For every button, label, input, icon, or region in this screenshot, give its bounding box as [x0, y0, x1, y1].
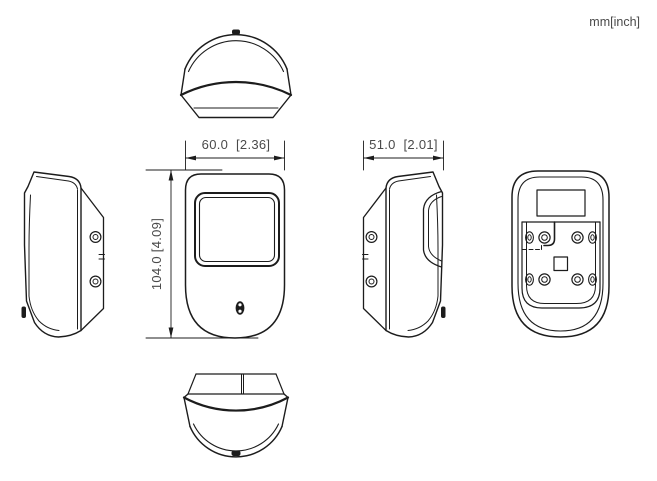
extension-lines [145, 169, 259, 339]
mounting-bracket [80, 187, 105, 332]
top-view-clip-nub [232, 29, 240, 35]
cable-entry-square [553, 256, 569, 272]
slot-inner [527, 276, 532, 283]
hidden-line-dashed [522, 242, 542, 250]
led-body [235, 301, 245, 315]
bottom-view-back-sides [187, 373, 285, 395]
right-side-view [361, 171, 447, 338]
drawing-root: 60.0 [2.36] 51.0 [2.01] 104.0 [4.09] [21, 29, 610, 458]
right-side-profile [361, 171, 447, 338]
front-view-outline [184, 173, 286, 339]
arrowhead-top-icon [168, 170, 174, 181]
back-view [511, 170, 610, 338]
screw-inner [574, 276, 581, 283]
screw-hole-bottom-left [538, 273, 551, 286]
pir-window-frame [194, 192, 280, 267]
keyhole-slot-bottom-right [588, 273, 597, 286]
bottom-view [182, 373, 290, 458]
bottom-view-clip-nub [231, 450, 241, 456]
screw-outer [89, 231, 102, 244]
top-view-outline [180, 68, 292, 119]
screw-inner [92, 234, 99, 240]
slot-outer [525, 273, 534, 286]
screw-hole-top-left [538, 231, 551, 244]
front-view [184, 173, 286, 339]
bottom-view-sides [183, 393, 289, 428]
dimension-front-width: 60.0 [2.36] [185, 137, 285, 171]
dimension-side-depth: 51.0 [2.01] [363, 137, 444, 171]
side-window-recess-outer [422, 190, 443, 268]
dimension-front-width-label: 60.0 [2.36] [202, 137, 271, 152]
tamper-block [21, 306, 26, 318]
bracket-screw-top [89, 231, 102, 244]
screw-inner [541, 234, 548, 241]
screw-outer [538, 231, 551, 244]
led-dot-bottom [238, 309, 242, 313]
arrowhead-right-icon [274, 155, 285, 161]
top-view-inner-arc [187, 40, 285, 73]
left-side-view [21, 171, 105, 338]
screw-inner [92, 278, 99, 285]
screw-outer [89, 275, 102, 288]
screw-inner [541, 276, 548, 283]
side-top-seam [36, 176, 78, 190]
mounting-tab [543, 221, 556, 247]
arrowhead-right-icon [433, 155, 444, 161]
top-view [179, 29, 293, 119]
bracket-screw-bottom [89, 275, 102, 288]
slot-inner [590, 276, 595, 283]
top-view-lens-arc [179, 80, 293, 97]
arrowhead-bottom-icon [168, 327, 174, 338]
back-inner-outline [517, 176, 604, 332]
pir-window-lens [198, 196, 276, 263]
side-window-recess-inner [428, 196, 442, 262]
slot-outer [588, 231, 597, 244]
side-front-seam [28, 194, 60, 331]
keyhole-slot-top-left [525, 231, 534, 244]
slot-inner [590, 234, 595, 241]
dimension-front-height-label: 104.0 [4.09] [149, 218, 164, 290]
bottom-view-outer-arc [189, 425, 283, 458]
side-body-outline [23, 171, 82, 338]
dimension-side-depth-label: 51.0 [2.01] [369, 137, 438, 152]
mounting-plate-inner [526, 221, 596, 304]
back-outline [511, 170, 610, 338]
screw-hole-top-right [571, 231, 584, 244]
units-label: mm[inch] [589, 15, 640, 29]
extension-lines [185, 140, 285, 171]
slot-inner [527, 234, 532, 241]
screw-outer [538, 273, 551, 286]
screw-hole-bottom-right [571, 273, 584, 286]
dimension-front-height: 104.0 [4.09] [145, 169, 259, 339]
extension-lines [363, 140, 444, 171]
led-dot-top [238, 303, 242, 307]
top-view-outer-arc [184, 33, 288, 70]
screw-outer [571, 231, 584, 244]
keyhole-slot-bottom-left [525, 273, 534, 286]
bottom-view-lens-arc [182, 396, 290, 412]
led-indicator [235, 301, 245, 315]
bottom-view-center-seam [241, 373, 244, 395]
mounting-plate-outer [521, 221, 601, 309]
keyhole-slot-top-right [588, 231, 597, 244]
battery-compartment [536, 189, 586, 217]
arrowhead-left-icon [363, 155, 374, 161]
slot-outer [588, 273, 597, 286]
screw-inner [574, 234, 581, 241]
slot-outer [525, 231, 534, 244]
screw-outer [571, 273, 584, 286]
arrowhead-left-icon [185, 155, 196, 161]
bracket-notch-marks [98, 254, 105, 260]
